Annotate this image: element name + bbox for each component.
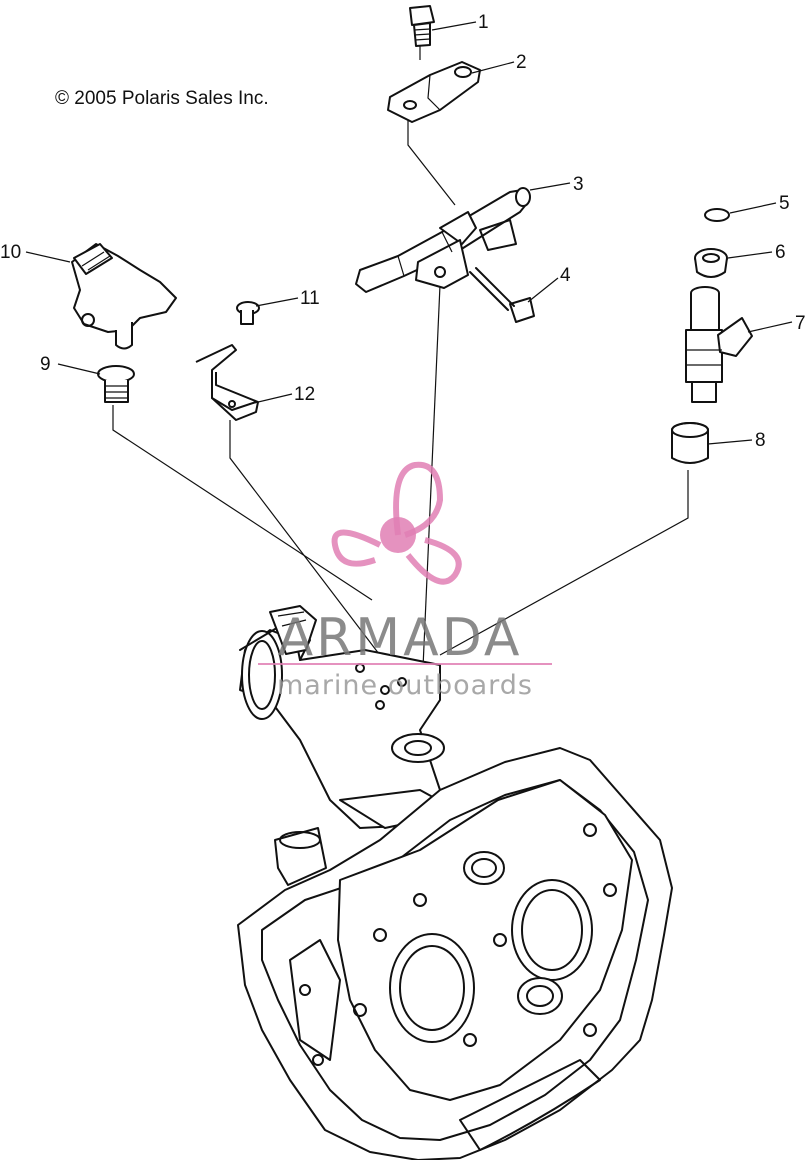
callout-1: 1 — [478, 12, 489, 33]
part-5-o-ring — [704, 208, 730, 222]
part-1-bolt — [409, 5, 435, 47]
part-2-bracket — [387, 61, 481, 123]
part-6-grommet — [694, 248, 728, 278]
propeller-logo — [331, 461, 462, 585]
copyright-notice: © 2005 Polaris Sales Inc. — [55, 88, 269, 109]
callout-2: 2 — [516, 52, 527, 73]
callouts: 1 2 3 4 5 6 7 8 9 10 11 12 — [0, 12, 806, 451]
part-4-bolt — [469, 267, 535, 323]
part-8-spacer — [671, 422, 709, 464]
callout-3: 3 — [573, 174, 584, 195]
part-12-clip — [195, 344, 259, 421]
cylinder-head — [237, 747, 673, 1160]
callout-5: 5 — [779, 193, 790, 214]
part-9-plug — [97, 365, 135, 403]
callout-9: 9 — [40, 354, 51, 375]
part-11-screw — [236, 301, 260, 325]
watermark: ARMADA marine outboards — [258, 461, 552, 701]
callout-8: 8 — [755, 430, 766, 451]
watermark-subtitle: marine outboards — [277, 670, 533, 701]
callout-7: 7 — [795, 313, 806, 334]
part-7-fuel-injector — [685, 286, 753, 403]
callout-10: 10 — [0, 242, 21, 263]
callout-4: 4 — [560, 265, 571, 286]
assembly-lines — [112, 45, 689, 736]
part-10-sensor — [71, 243, 177, 350]
watermark-title: ARMADA — [278, 608, 523, 668]
throttle-body-assembly — [239, 605, 461, 829]
callout-12: 12 — [294, 384, 315, 405]
callout-6: 6 — [775, 242, 786, 263]
callout-11: 11 — [300, 288, 320, 309]
part-3-fuel-rail — [355, 187, 531, 293]
